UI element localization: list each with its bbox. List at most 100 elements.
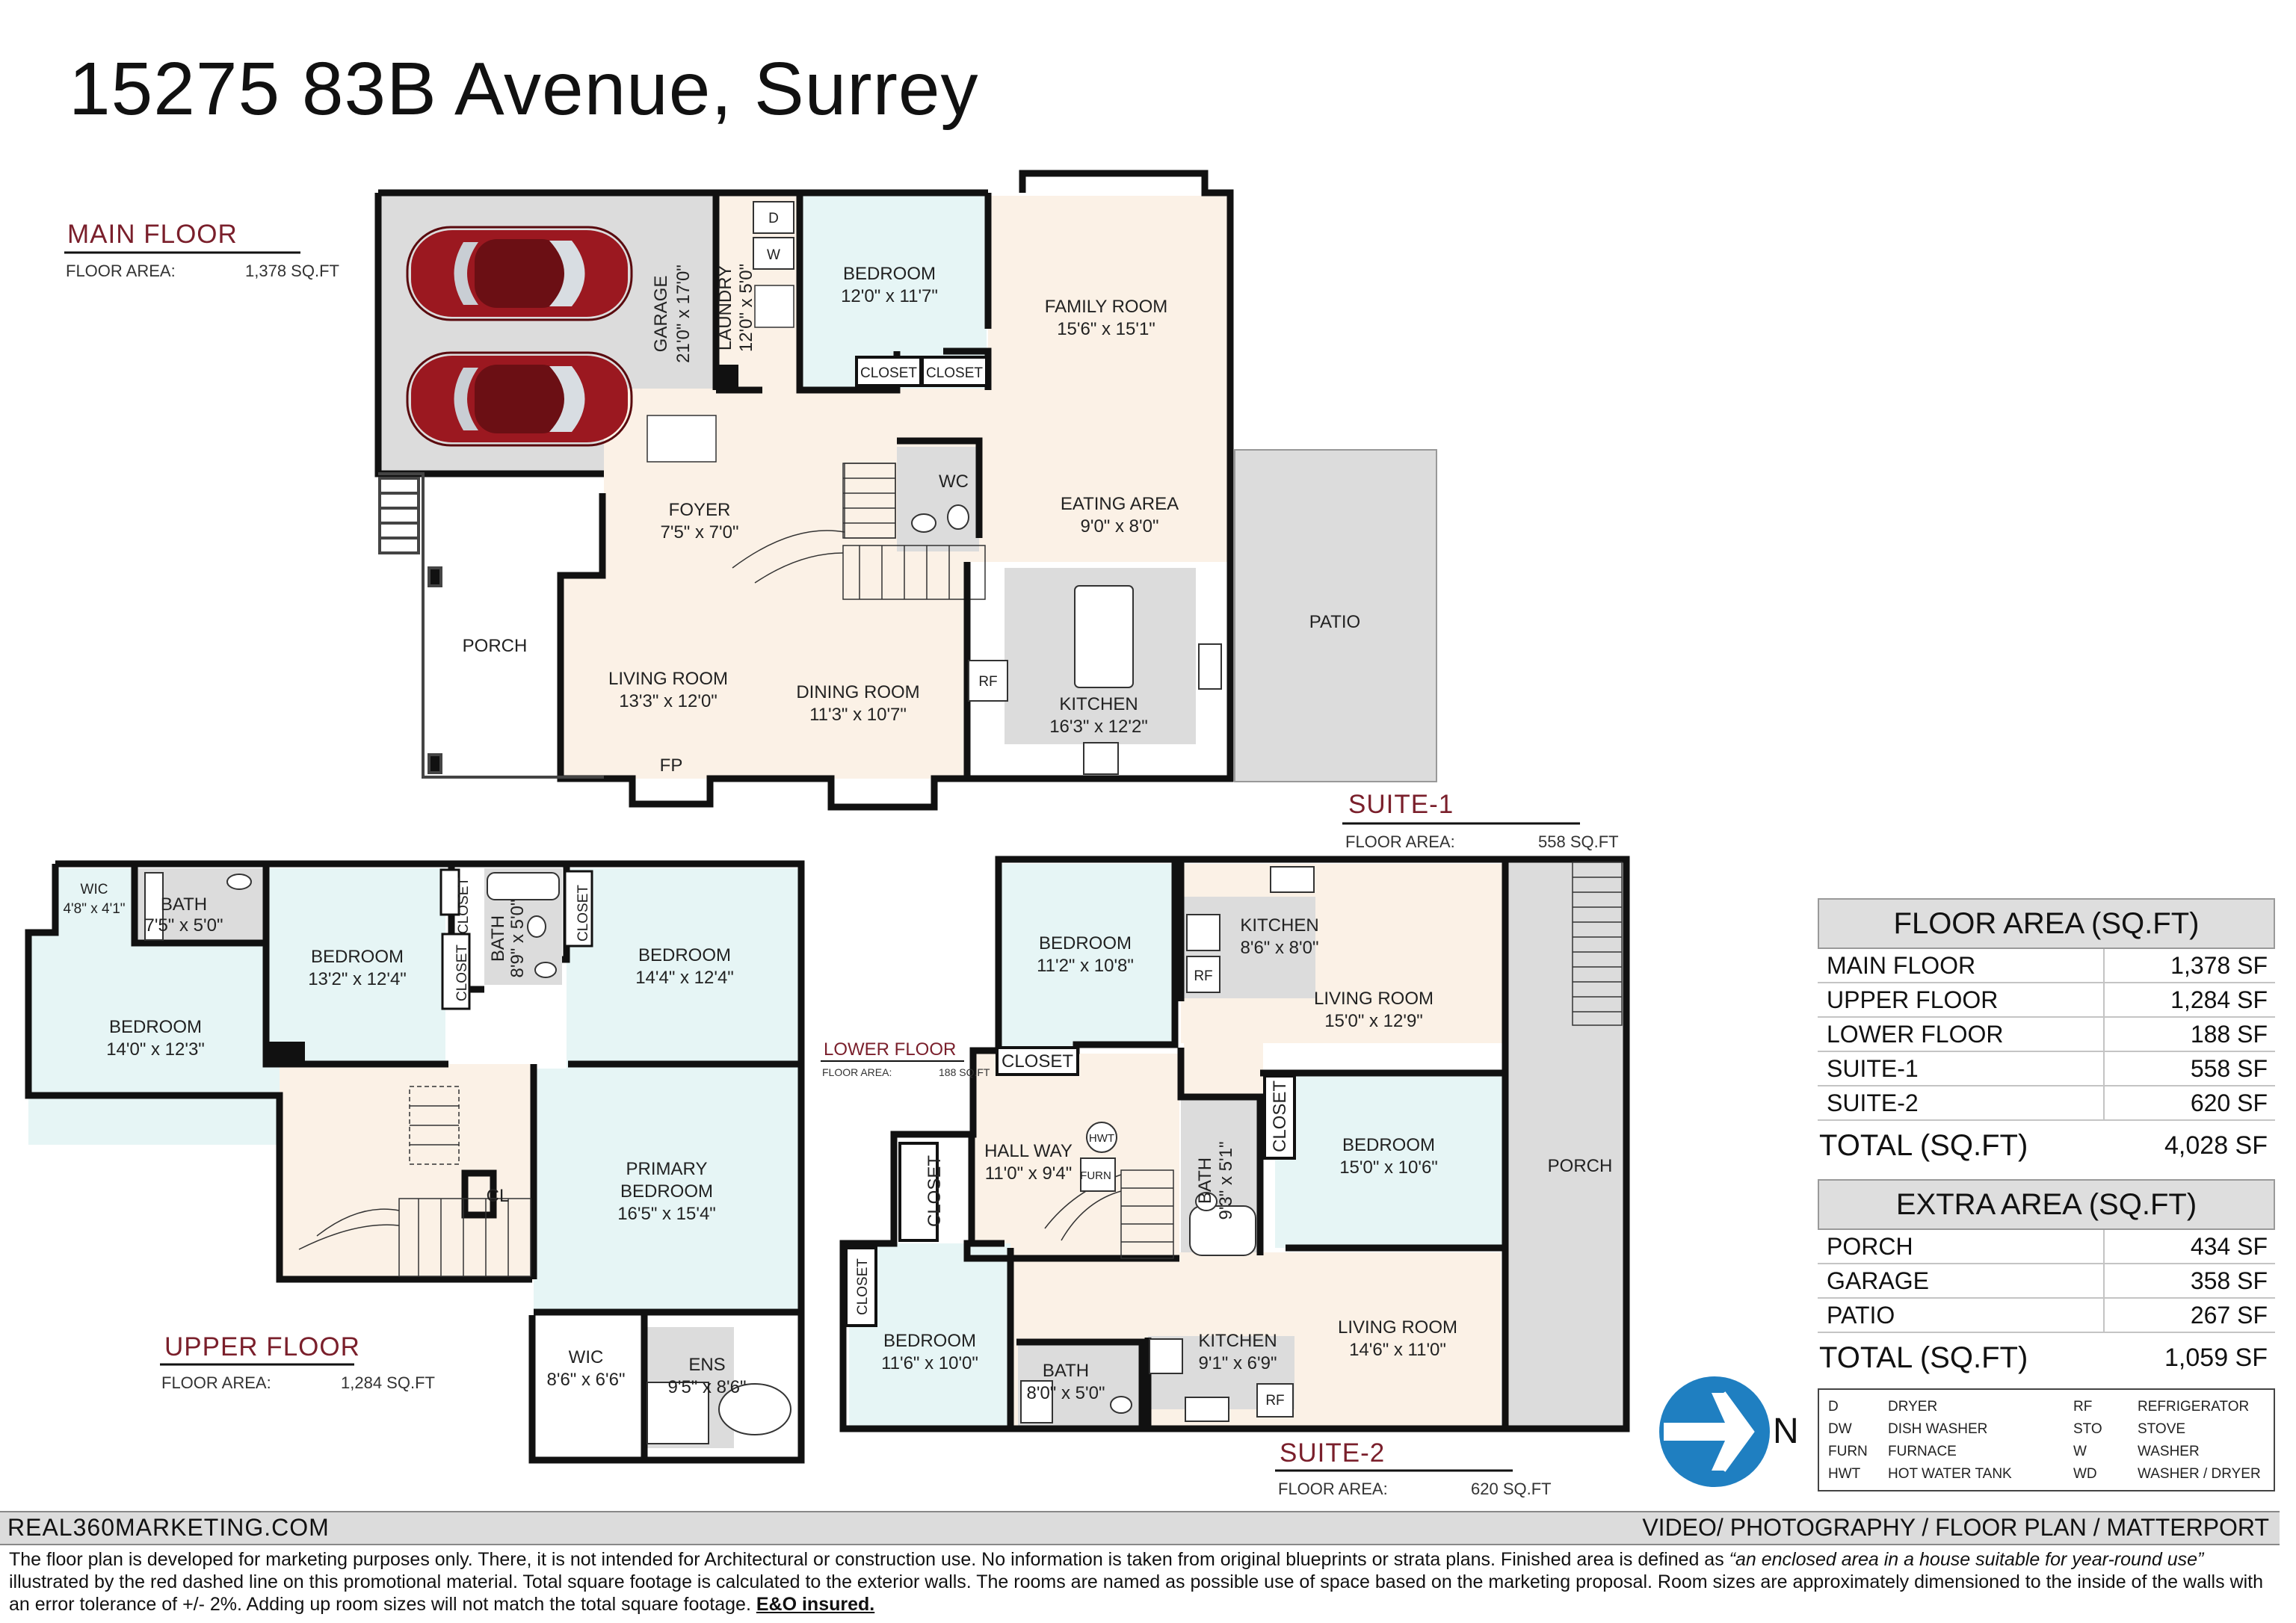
hwt-label: HWT bbox=[1089, 1132, 1114, 1145]
dining-label: DINING ROOM bbox=[796, 682, 919, 702]
wic-up-dim: 4'8" x 4'1" bbox=[63, 901, 125, 917]
foyer-dim: 7'5" x 7'0" bbox=[661, 522, 739, 542]
bedroom-up2-label: BEDROOM bbox=[638, 945, 731, 965]
bath-up1-label: BATH bbox=[161, 894, 207, 915]
suite1-area-label: FLOOR AREA: bbox=[1345, 832, 1455, 851]
rf-s2-label: RF bbox=[1265, 1393, 1284, 1409]
laundry-label: LAUNDRY bbox=[715, 265, 735, 350]
extra-area-total: TOTAL (SQ.FT)1,059 SF bbox=[1819, 1341, 2268, 1374]
lower-suites-plan bbox=[839, 856, 1630, 1432]
main-floor-area-value: 1,378 SQ.FT bbox=[245, 262, 339, 280]
patio-label: PATIO bbox=[1309, 612, 1360, 632]
upper-floor-heading: UPPER FLOOR bbox=[164, 1332, 360, 1361]
living-s1-dim: 15'0" x 12'9" bbox=[1324, 1011, 1423, 1031]
lower-floor-area-label: FLOOR AREA: bbox=[822, 1066, 892, 1078]
suite1-heading: SUITE-1 bbox=[1348, 790, 1454, 819]
suite2-area-value: 620 SQ.FT bbox=[1471, 1480, 1552, 1498]
wic-up2-dim: 8'6" x 6'6" bbox=[547, 1370, 626, 1390]
dining-dim: 11'3" x 10'7" bbox=[809, 705, 907, 725]
floor-area-table-header: FLOOR AREA (SQ.FT) bbox=[1818, 898, 2275, 949]
floor-plan-drawing: MAIN FLOOR FLOOR AREA: 1,378 SQ.FT GARAG… bbox=[25, 170, 1630, 1498]
bath-up2-label: BATH bbox=[488, 915, 508, 962]
rf-s1-label: RF bbox=[1194, 968, 1212, 984]
bedroom-s2-dim: 11'6" x 10'0" bbox=[881, 1353, 978, 1373]
kitchen-s2-label: KITCHEN bbox=[1198, 1331, 1277, 1351]
closet-up2: CLOSET bbox=[454, 945, 470, 1001]
bedroom-s1b-dim: 15'0" x 10'6" bbox=[1339, 1157, 1438, 1178]
family-room-label: FAMILY ROOM bbox=[1045, 297, 1167, 317]
abbreviation-legend: D DRYER DW DISH WASHER FURN FURNACE HWT … bbox=[1818, 1388, 2275, 1491]
closet-s2: CLOSET bbox=[855, 1258, 871, 1315]
disclaimer-text: The floor plan is developed for marketin… bbox=[9, 1549, 2264, 1615]
bedroom-main-label: BEDROOM bbox=[843, 264, 936, 284]
bath-s1-dim: 9'3" x 5'1" bbox=[1216, 1142, 1236, 1220]
eating-area-dim: 9'0" x 8'0" bbox=[1081, 516, 1159, 537]
rf-main-label: RF bbox=[978, 674, 997, 690]
closet-main-a: CLOSET bbox=[860, 365, 917, 381]
main-floor-plan bbox=[374, 170, 1437, 811]
bath-up2-dim: 8'9" x 5'0" bbox=[507, 900, 528, 978]
upper-floor-area-label: FLOOR AREA: bbox=[161, 1373, 271, 1392]
kitchen-s1-dim: 8'6" x 8'0" bbox=[1241, 938, 1319, 958]
bedroom-up2-dim: 14'4" x 12'4" bbox=[635, 968, 734, 988]
wic-up2-label: WIC bbox=[569, 1347, 604, 1367]
upper-floor-plan bbox=[25, 860, 805, 1464]
hallway-dim: 11'0" x 9'4" bbox=[985, 1163, 1073, 1184]
footer-website: REAL360MARKETING.COM bbox=[7, 1514, 330, 1541]
bath-s1-label: BATH bbox=[1195, 1157, 1215, 1204]
bedroom-s1a-dim: 11'2" x 10'8" bbox=[1037, 956, 1134, 976]
closet-s1: CLOSET bbox=[1002, 1051, 1073, 1072]
footer-services: VIDEO/ PHOTOGRAPHY / FLOOR PLAN / MATTER… bbox=[1642, 1514, 2269, 1541]
north-compass-icon bbox=[1659, 1376, 1770, 1487]
living-main-dim: 13'3" x 12'0" bbox=[619, 691, 718, 711]
bath-up1-dim: 7'5" x 5'0" bbox=[145, 915, 223, 936]
bedroom-s1a-label: BEDROOM bbox=[1039, 933, 1132, 953]
primary-dim: 16'5" x 15'4" bbox=[617, 1204, 716, 1224]
kitchen-main-label: KITCHEN bbox=[1059, 694, 1138, 714]
primary-label: PRIMARY bbox=[626, 1159, 708, 1179]
laundry-dim: 12'0" x 5'0" bbox=[736, 264, 756, 352]
living-s1-label: LIVING ROOM bbox=[1314, 989, 1434, 1009]
floor-area-total: TOTAL (SQ.FT)4,028 SF bbox=[1819, 1129, 2268, 1162]
kitchen-s1-label: KITCHEN bbox=[1240, 915, 1318, 936]
wic-up-label: WIC bbox=[81, 882, 108, 897]
main-floor-area-label: FLOOR AREA: bbox=[66, 262, 176, 280]
kitchen-s2-dim: 9'1" x 6'9" bbox=[1199, 1353, 1277, 1373]
ens-dim: 9'5" x 8'6" bbox=[668, 1377, 747, 1397]
bedroom-up1-dim: 13'2" x 12'4" bbox=[308, 969, 407, 989]
closet-s1b: CLOSET bbox=[925, 1155, 945, 1227]
washer-label: W bbox=[767, 247, 780, 263]
dryer-label: D bbox=[768, 211, 779, 226]
lower-floor-area-value: 188 SQ.FT bbox=[939, 1066, 990, 1078]
garage-label: GARAGE bbox=[651, 276, 671, 353]
foyer-label: FOYER bbox=[669, 500, 731, 520]
living-main-label: LIVING ROOM bbox=[608, 669, 728, 689]
closet-up3: CLOSET bbox=[575, 885, 591, 942]
cl-label: CL bbox=[487, 1186, 510, 1206]
porch-main-label: PORCH bbox=[463, 636, 528, 656]
primary-label-2: BEDROOM bbox=[620, 1181, 713, 1202]
footer-bar bbox=[0, 1511, 2280, 1545]
eating-area-label: EATING AREA bbox=[1061, 494, 1179, 514]
suite2-heading: SUITE-2 bbox=[1280, 1438, 1385, 1468]
bedroom-up3-label: BEDROOM bbox=[109, 1017, 202, 1037]
porch-suite-label: PORCH bbox=[1548, 1156, 1613, 1176]
hallway-label: HALL WAY bbox=[984, 1141, 1073, 1161]
upper-floor-area-value: 1,284 SQ.FT bbox=[341, 1373, 435, 1392]
living-s2-dim: 14'6" x 11'0" bbox=[1349, 1340, 1446, 1360]
family-room-dim: 15'6" x 15'1" bbox=[1057, 319, 1155, 339]
wc-label: WC bbox=[939, 472, 969, 492]
kitchen-main-dim: 16'3" x 12'2" bbox=[1049, 717, 1148, 737]
closet-up1: CLOSET bbox=[456, 877, 472, 934]
north-label: N bbox=[1773, 1412, 1799, 1451]
